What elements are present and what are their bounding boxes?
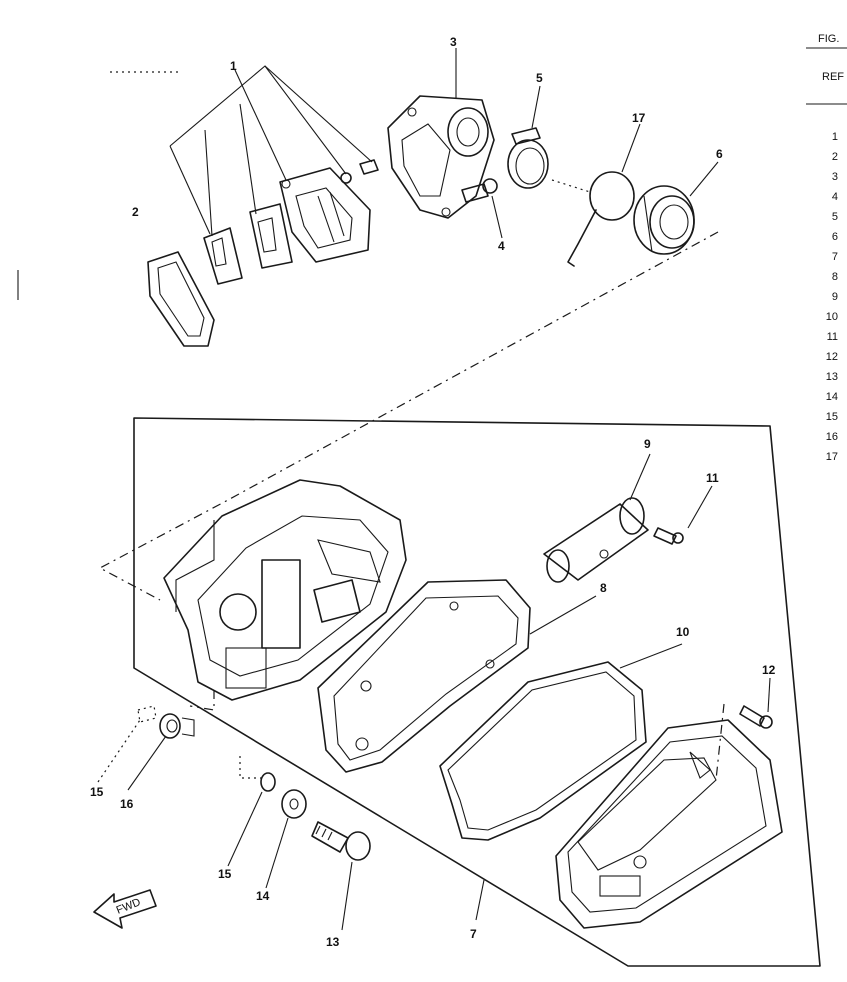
callout-6: 6	[716, 147, 723, 161]
ref-number: 7	[832, 251, 838, 263]
callout-7-leader	[475, 879, 485, 921]
fwd-arrow-label: FWD	[115, 896, 143, 917]
gasket-2	[147, 251, 215, 347]
callout-1: 1	[230, 59, 237, 73]
ref-number: 4	[832, 191, 838, 203]
collar-15-upper	[97, 705, 157, 783]
callout-8: 8	[600, 581, 607, 595]
callout-1-bracket	[169, 65, 373, 237]
ref-number: 12	[826, 351, 838, 363]
ref-number: 11	[827, 331, 838, 343]
ref-number: 1	[832, 131, 838, 143]
callout-7: 7	[470, 927, 477, 941]
callout-17: 17	[632, 111, 646, 125]
plate-8	[317, 579, 597, 773]
callout-15-lower: 15	[218, 867, 232, 881]
fwd-arrow-icon: FWD	[93, 889, 157, 929]
silencer-cover	[555, 719, 783, 929]
silencer-assembly-outline-7	[133, 417, 821, 967]
reed-petals	[203, 203, 293, 285]
callout-9: 9	[644, 437, 651, 451]
callout-14: 14	[256, 889, 270, 903]
ref-number: 9	[832, 291, 838, 303]
joint-6	[633, 161, 719, 255]
ref-number: 16	[826, 431, 838, 443]
ref-number: 2	[832, 151, 838, 163]
grommet-16	[127, 713, 195, 791]
parts-table-header: FIG. REF	[806, 33, 847, 105]
callout-10: 10	[676, 625, 690, 639]
callout-3: 3	[450, 35, 457, 49]
lower-guide	[189, 690, 215, 711]
callout-15-upper: 15	[90, 785, 104, 799]
clip-17	[551, 123, 641, 267]
callout-12: 12	[762, 663, 776, 677]
guide-lines	[98, 71, 719, 601]
seal-10	[439, 643, 683, 841]
intake-manifold-3	[387, 95, 495, 219]
ref-number: 3	[832, 171, 838, 183]
ref-number: 14	[826, 391, 838, 403]
collar-15-lower	[227, 756, 276, 867]
callout-labels: 1 2 3 4 5 6 7 8 9 10 11 12 13 14 15 15 1…	[90, 35, 776, 949]
callout-5: 5	[536, 71, 543, 85]
pipe-9	[543, 453, 651, 583]
ref-number: 6	[832, 231, 838, 243]
callout-16: 16	[120, 797, 134, 811]
ref-number: 5	[832, 211, 838, 223]
bolt-13	[311, 821, 371, 931]
callout-2: 2	[132, 205, 139, 219]
ref-label: REF	[822, 71, 844, 83]
screw-11	[653, 485, 713, 545]
reed-valve-1	[279, 167, 371, 263]
ref-number: 8	[832, 271, 838, 283]
callout-13: 13	[326, 935, 340, 949]
washer-14	[265, 789, 307, 889]
silencer-case	[163, 479, 407, 701]
fig-label: FIG.	[818, 33, 839, 45]
callout-11: 11	[706, 471, 719, 485]
clamp-5	[507, 85, 549, 189]
callout-4: 4	[498, 239, 505, 253]
ref-number: 10	[826, 311, 838, 323]
ref-number: 17	[826, 451, 838, 463]
ref-number: 13	[826, 371, 838, 383]
screw-4	[461, 178, 503, 239]
ref-number: 15	[826, 411, 838, 423]
screw-12	[715, 677, 773, 781]
reed-screw	[340, 159, 379, 184]
